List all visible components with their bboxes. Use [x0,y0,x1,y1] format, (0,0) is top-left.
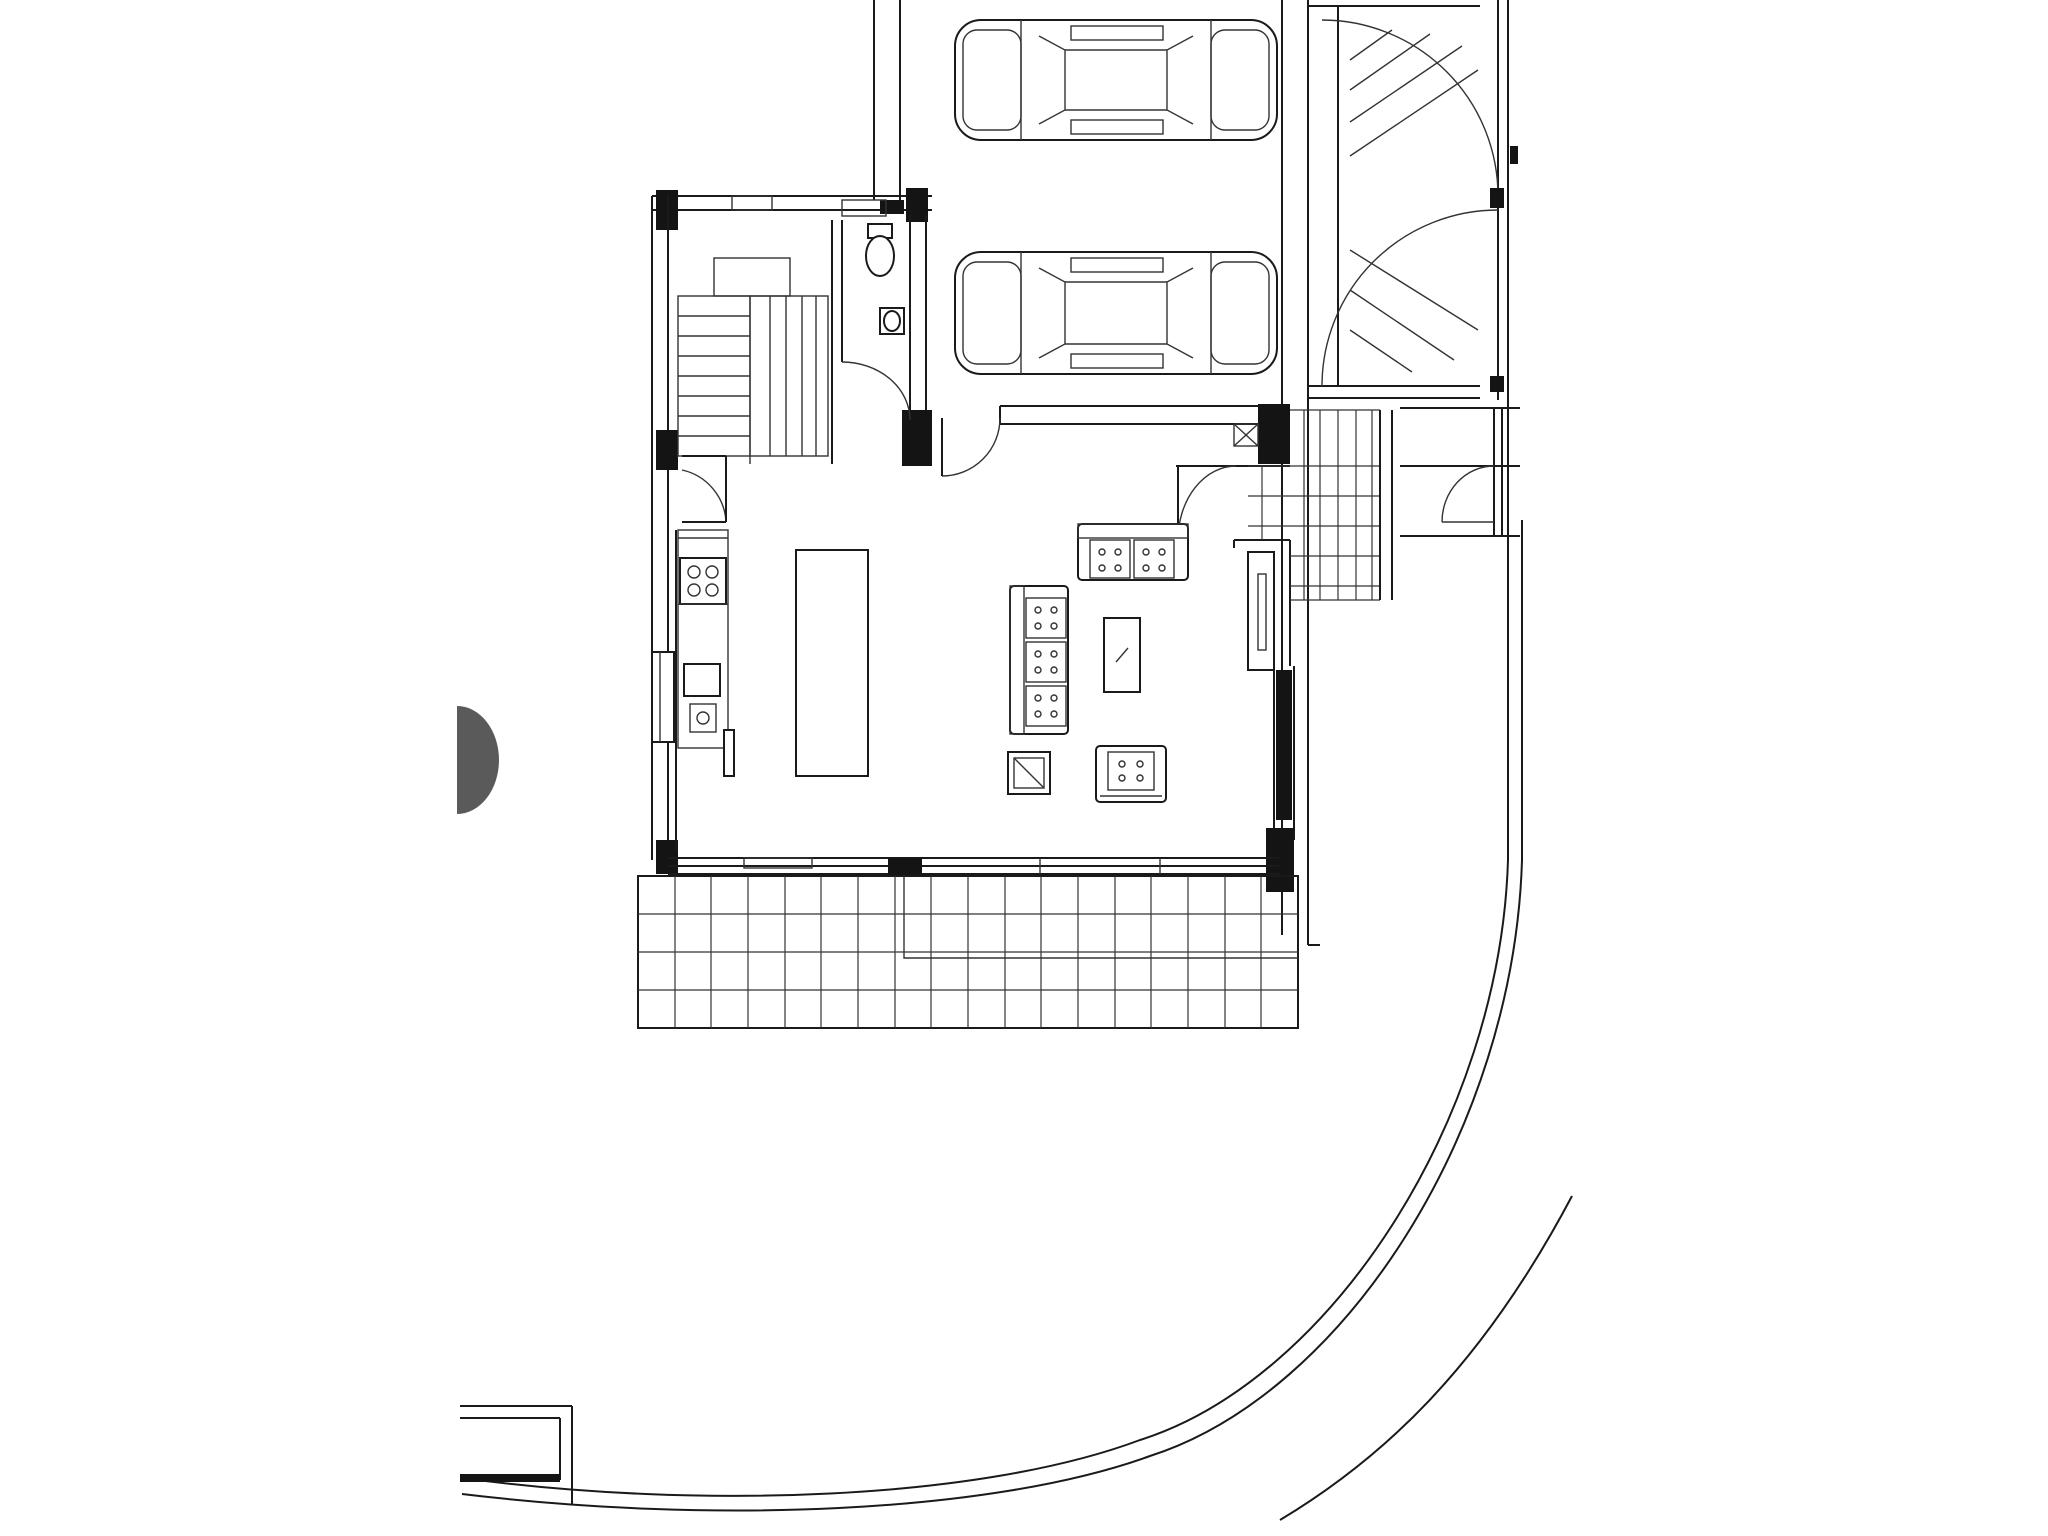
armchair-icon [1095,745,1167,803]
gate-area [1308,0,1520,537]
stair-icon [677,257,829,464]
door-swing-icon [681,469,727,523]
living-room [1007,523,1275,803]
car-icon [954,251,1278,375]
parking-area [873,0,1309,945]
door-swing-icon [1321,209,1499,387]
side-table [1007,751,1051,795]
building-walls [651,188,1295,892]
terrace-tiles [637,875,1320,1029]
door-swing-icon [1321,19,1499,197]
section-marker [457,706,499,814]
hob-icon [679,557,727,605]
toilet-icon [865,223,895,277]
door-swing-icon [841,361,911,421]
entrance-tiles [1248,409,1393,601]
door-swing-icon [941,417,1001,477]
kitchen [651,529,869,777]
kitchen-island [795,549,869,777]
sofa-icon [1077,523,1189,581]
corner-structure [460,1405,573,1504]
tv-unit [1247,551,1275,671]
door-swing-icon [1441,465,1495,523]
sofa-icon [1009,585,1069,735]
car-icon [954,19,1278,141]
wc-room [841,199,1001,477]
sink-icon [683,663,721,733]
washbasin-icon [879,307,905,335]
coffee-table [1103,617,1141,693]
site-boundary [461,400,1573,1521]
